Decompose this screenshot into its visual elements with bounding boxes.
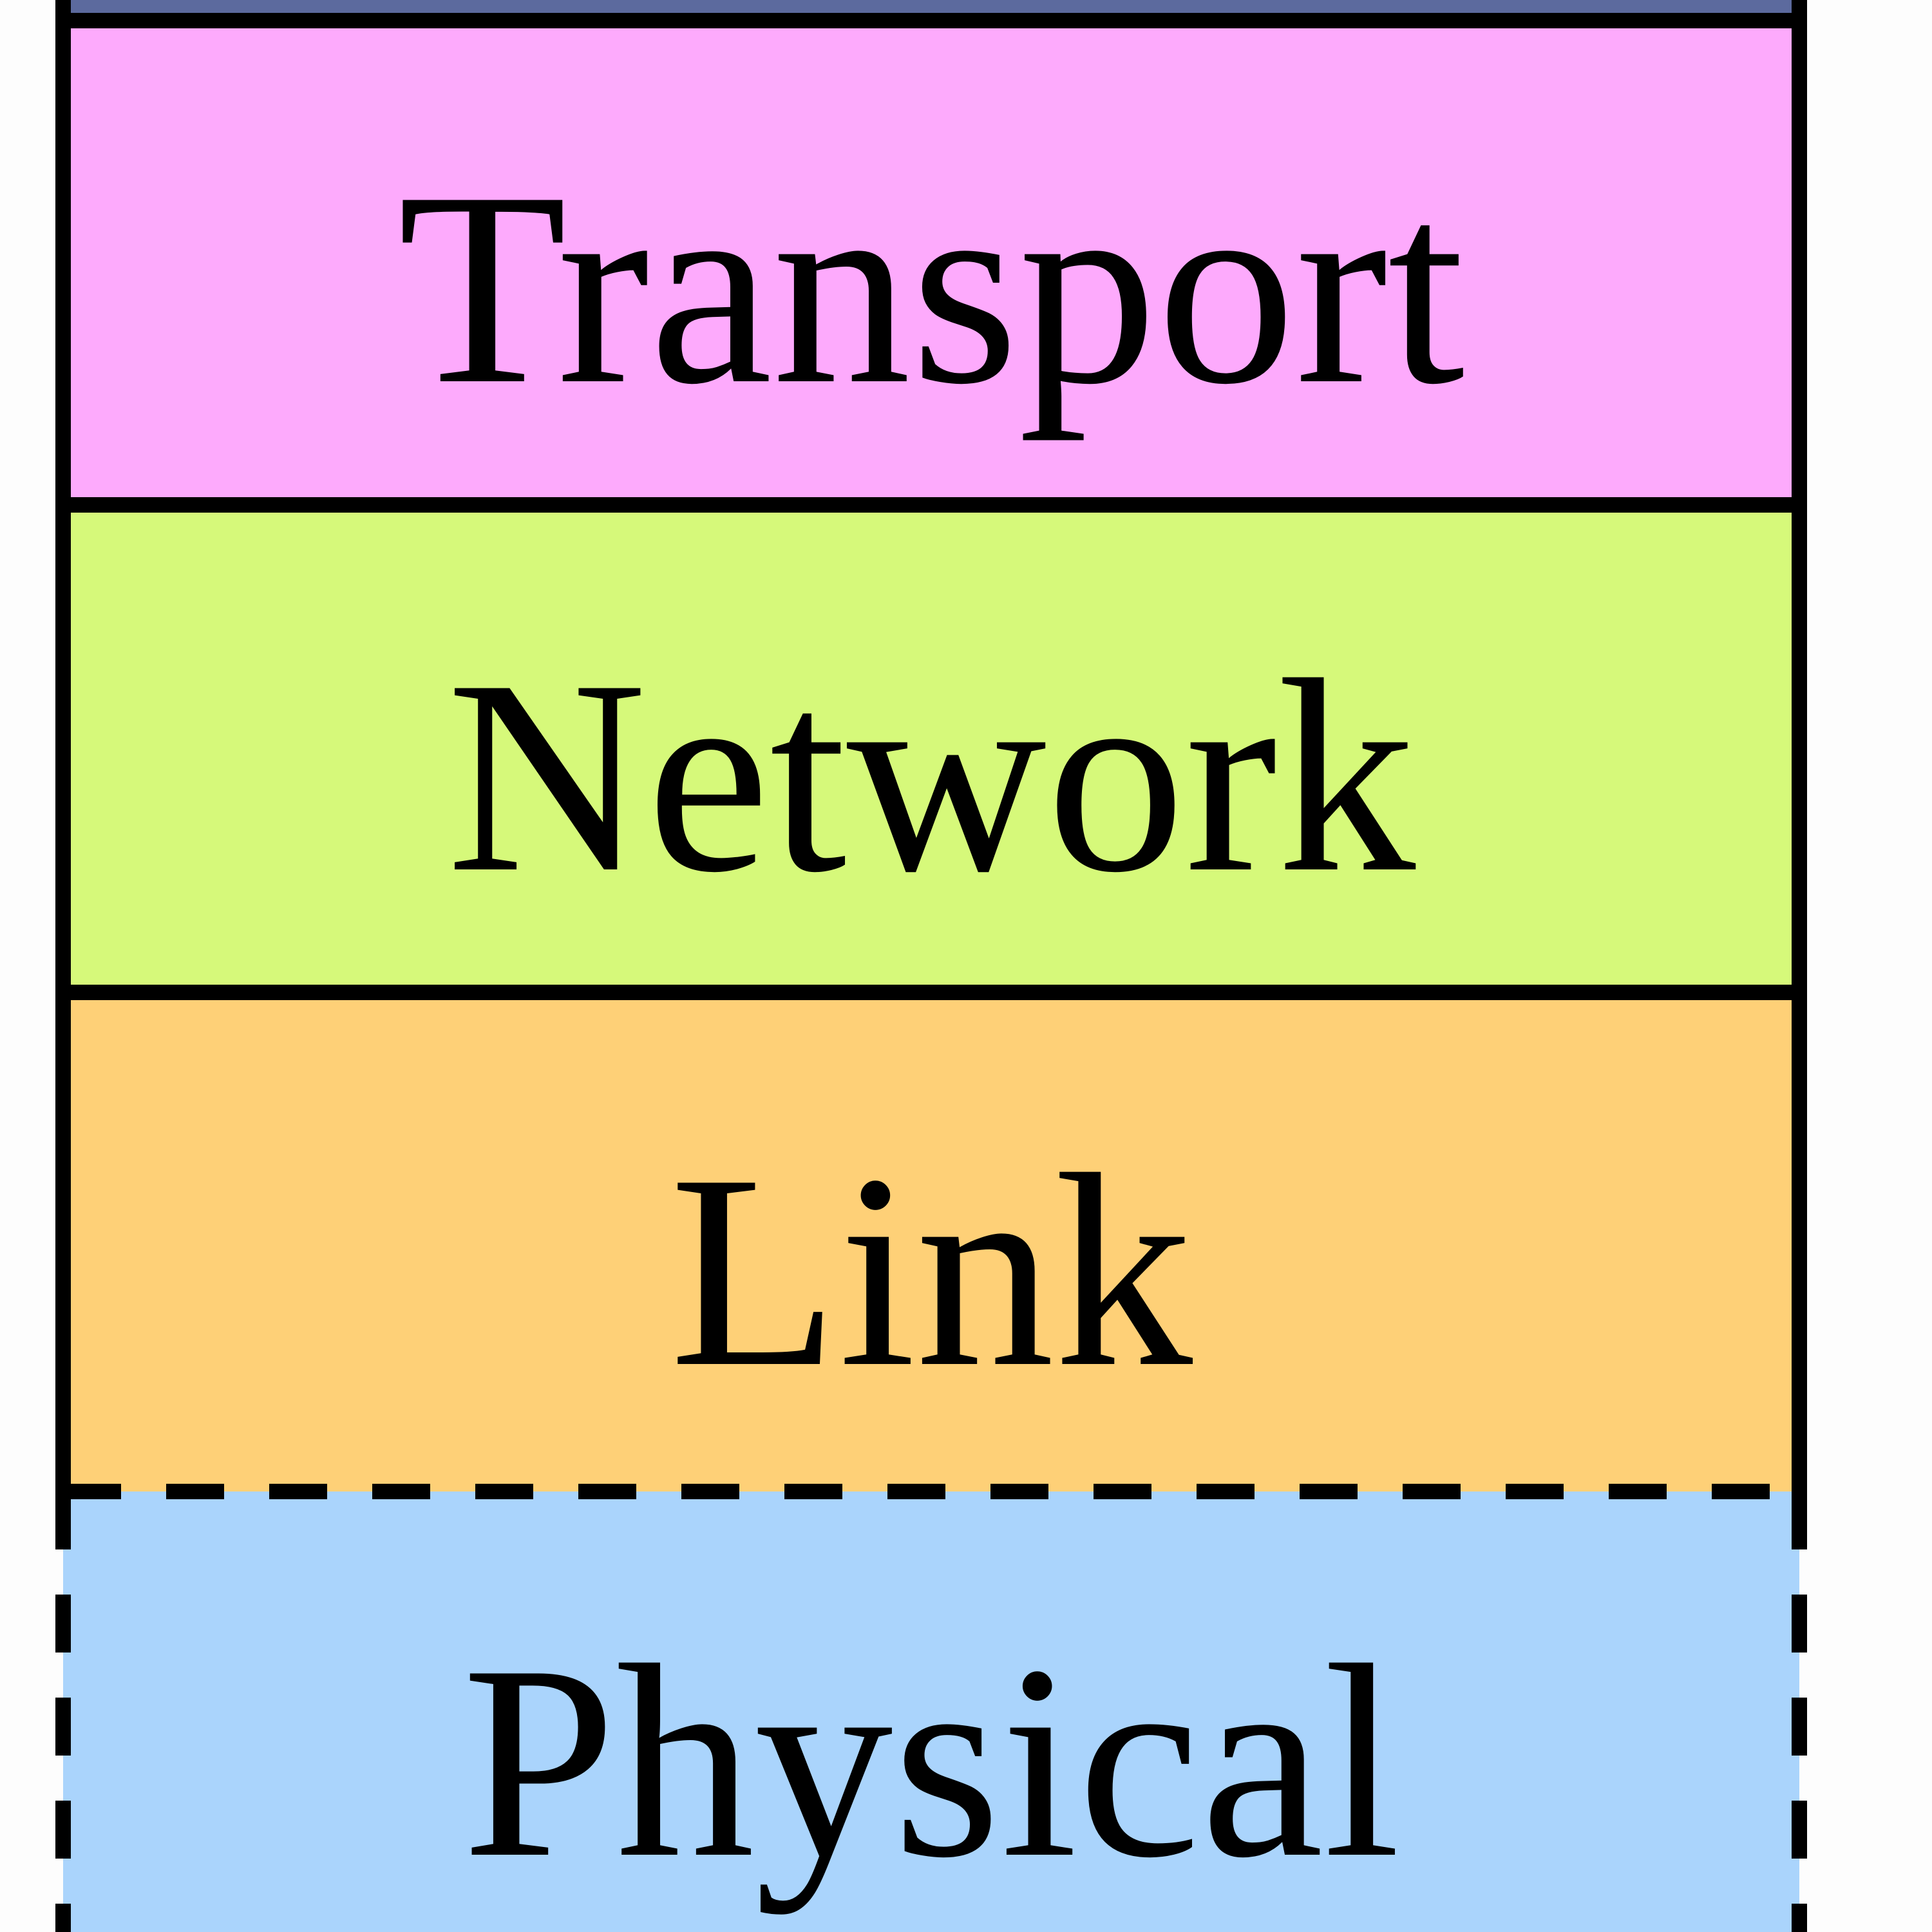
layer-network: [63, 505, 1799, 992]
label-transport: Transport: [398, 135, 1466, 442]
layer-transport: [63, 21, 1799, 505]
layer-physical: [63, 1492, 1799, 1932]
label-physical: Physical: [462, 1609, 1400, 1915]
dashed-borders: [55, 1484, 1807, 1932]
layer-link: [63, 992, 1799, 1492]
label-network: Network: [447, 623, 1416, 930]
label-link: Link: [670, 1118, 1193, 1425]
solid-borders: [55, 0, 1807, 1499]
